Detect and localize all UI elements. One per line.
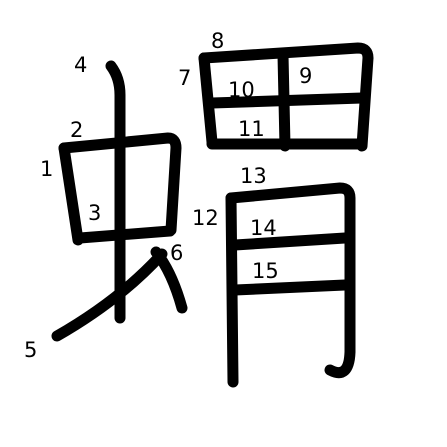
stroke-number-9: 9 — [299, 64, 312, 88]
stroke-number-3: 3 — [88, 201, 101, 225]
stroke-number-13: 13 — [240, 164, 267, 188]
stroke-14 — [229, 232, 351, 251]
stroke-number-4: 4 — [74, 53, 87, 77]
stroke-number-15: 15 — [252, 259, 279, 283]
stroke-15 — [229, 279, 351, 296]
stroke-number-5: 5 — [24, 338, 37, 362]
stroke-10 — [206, 92, 368, 109]
stroke-1 — [58, 142, 84, 246]
stroke-8 — [198, 42, 374, 152]
stroke-number-1: 1 — [40, 157, 53, 181]
stroke-4 — [105, 60, 126, 324]
stroke-2 — [58, 132, 182, 236]
stroke-number-7: 7 — [178, 66, 191, 90]
stroke-number-11: 11 — [238, 117, 265, 141]
stroke-5 — [51, 248, 168, 342]
stroke-number-8: 8 — [211, 29, 224, 53]
stroke-number-10: 10 — [228, 78, 255, 102]
stroke-13 — [225, 182, 356, 379]
stroke-number-12: 12 — [192, 206, 219, 230]
stroke-number-6: 6 — [170, 241, 183, 265]
stroke-number-2: 2 — [70, 118, 83, 142]
stroke-number-14: 14 — [250, 216, 277, 240]
stroke-6 — [150, 246, 188, 314]
